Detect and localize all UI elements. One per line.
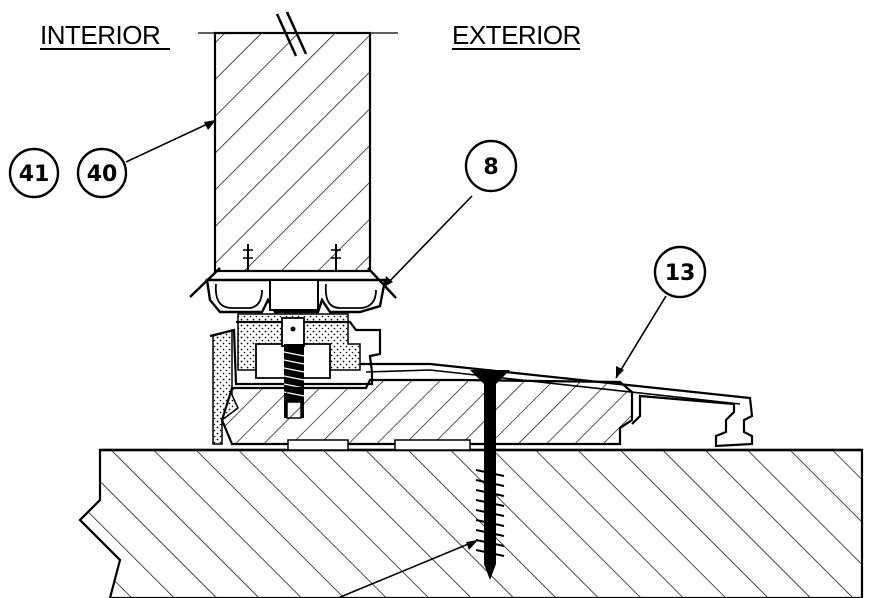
sill-flashing	[360, 362, 754, 448]
callout-41: 41	[8, 147, 60, 199]
glass-pane	[213, 31, 372, 273]
svg-text:8: 8	[483, 155, 498, 180]
interior-label: INTERIOR	[40, 20, 170, 50]
svg-text:13: 13	[665, 261, 696, 286]
sill-screw	[470, 370, 510, 580]
wood-sill	[220, 378, 634, 446]
callout-40: 40	[76, 147, 128, 199]
arrowheads	[204, 120, 624, 550]
svg-text:INTERIOR: INTERIOR	[40, 20, 160, 50]
leader-lines	[125, 119, 667, 598]
svg-text:EXTERIOR: EXTERIOR	[452, 20, 581, 50]
exterior-label: EXTERIOR	[452, 20, 581, 50]
callout-13: 13	[653, 245, 707, 299]
substrate	[78, 439, 864, 598]
svg-text:40: 40	[87, 162, 118, 187]
svg-text:41: 41	[19, 162, 50, 187]
glazing-gasket	[189, 244, 397, 314]
callout-8: 8	[464, 139, 518, 193]
